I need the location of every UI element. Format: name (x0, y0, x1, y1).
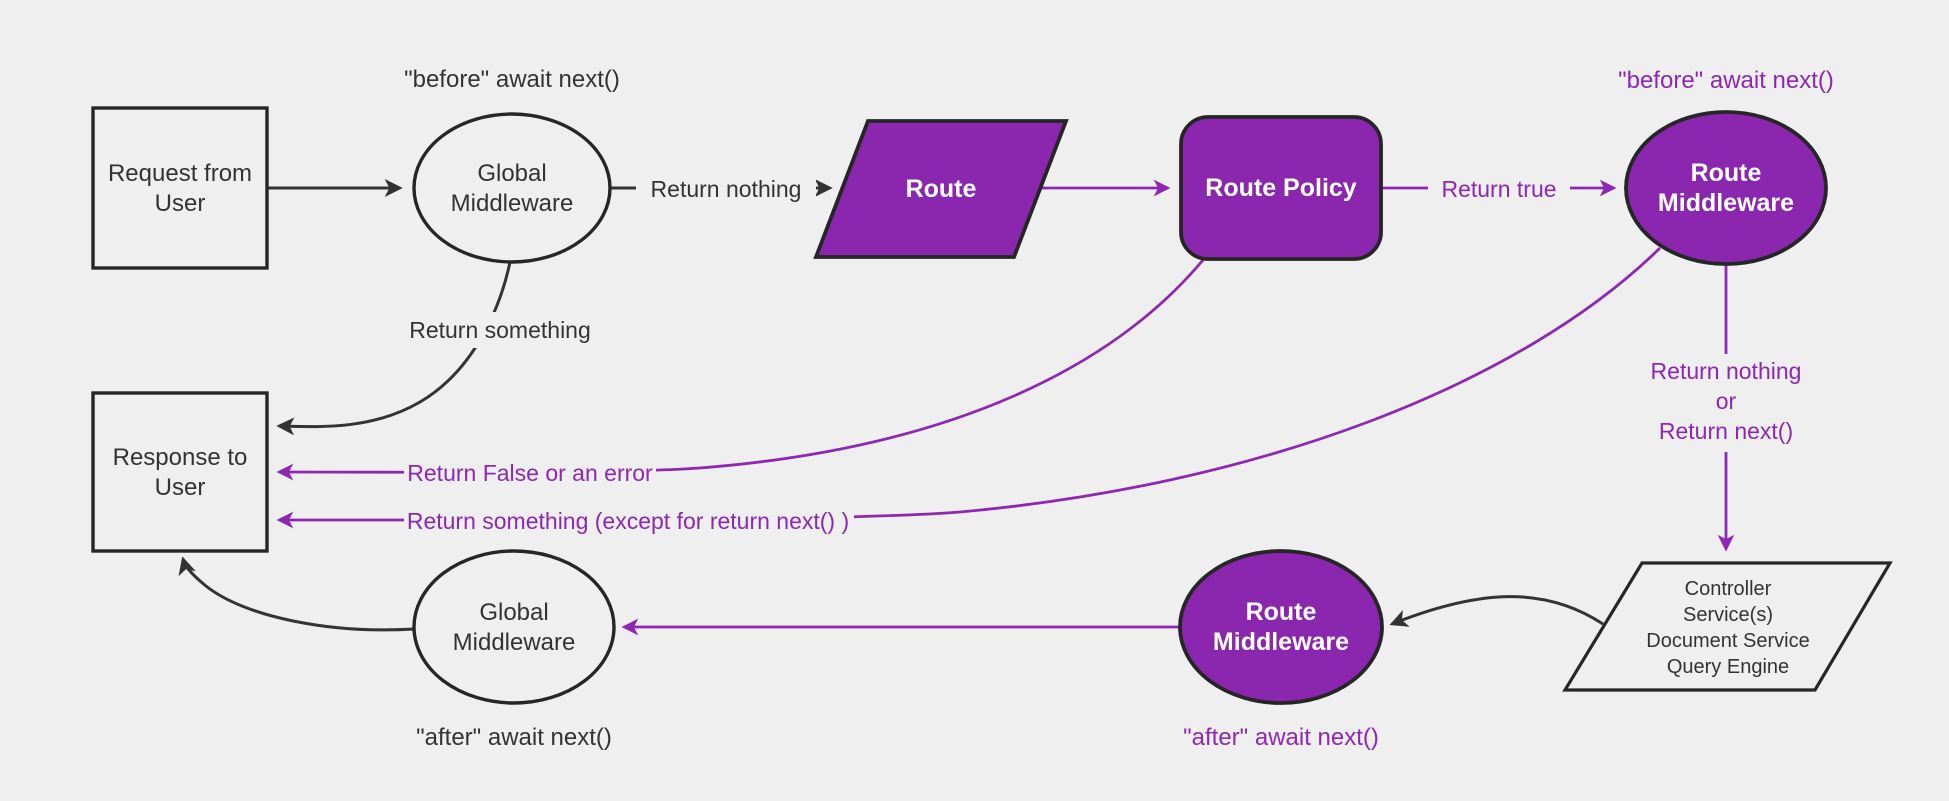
edge-global-middleware-bottom-to-response (178, 556, 415, 632)
node-route: Route (813, 119, 1069, 259)
global-middleware-bottom-shape (412, 549, 616, 705)
request-from-user-label: Request from (108, 160, 252, 187)
edge-label-background (636, 170, 816, 206)
node-global-middleware-top: Global Middleware (412, 112, 612, 264)
controller-services-label: Query Engine (1667, 656, 1789, 678)
edge-labels: Return nothing Return true Return someth… (407, 176, 1802, 534)
node-route-middleware-bottom: Route Middleware (1178, 549, 1384, 705)
request-from-user-shape (91, 106, 269, 270)
node-global-middleware-bottom: Global Middleware (412, 549, 616, 705)
route-policy-shape (1179, 115, 1383, 261)
node-response-to-user: Response to User (91, 391, 269, 553)
route-label: Route (906, 175, 977, 203)
edge-label-return-true: Return true (1441, 176, 1556, 202)
edge-label-line: Return nothing (1651, 358, 1802, 384)
edge-label-background (398, 312, 603, 348)
route-middleware-top-shape (1624, 110, 1828, 266)
node-route-policy: Route Policy (1179, 115, 1383, 261)
route-middleware-bottom-shape (1178, 549, 1384, 705)
global-middleware-top-label: Middleware (451, 190, 574, 217)
route-middleware-bottom-label: Route (1246, 598, 1317, 626)
edge-route-policy-to-response (276, 259, 1205, 481)
edge-label-return-nothing: Return nothing (651, 176, 802, 202)
route-shape (813, 119, 1069, 259)
edge-label-return-nothing-or-next: Return nothing or Return next() (1651, 358, 1802, 444)
edge-global-middleware-to-response (276, 261, 512, 436)
route-middleware-bottom-label: Middleware (1213, 628, 1349, 656)
edge-label-background (404, 502, 854, 538)
route-policy-label: Route Policy (1205, 174, 1357, 202)
edge-label-line: Return next() (1659, 418, 1793, 444)
response-to-user-shape (91, 391, 269, 553)
edge-label-background (1428, 170, 1570, 206)
global-middleware-top-label: Global (477, 160, 546, 187)
edge-label-background (404, 454, 656, 490)
edge-label-line: or (1716, 388, 1737, 414)
annotation-before-await-next-route: "before" await next() (1618, 67, 1834, 94)
global-middleware-bottom-label: Global (479, 599, 548, 626)
node-request-from-user: Request from User (91, 106, 269, 270)
edge-label-backgrounds (398, 170, 1842, 538)
response-to-user-label: Response to (113, 444, 248, 471)
edge-label-return-something: Return something (409, 317, 591, 343)
route-middleware-top-label: Route (1691, 159, 1762, 187)
edge-controller-to-route-middleware-bottom (1389, 595, 1604, 627)
node-controller-services: Controller Service(s) Document Service Q… (1562, 561, 1893, 692)
controller-services-label: Service(s) (1683, 604, 1773, 626)
global-middleware-bottom-label: Middleware (453, 629, 576, 656)
request-from-user-label: User (155, 190, 206, 217)
controller-services-label: Controller (1685, 578, 1772, 600)
controller-services-label: Document Service (1646, 630, 1809, 652)
route-middleware-top-label: Middleware (1658, 189, 1794, 217)
annotation-before-await-next-global: "before" await next() (404, 66, 620, 93)
annotation-after-await-next-route: "after" await next() (1183, 724, 1379, 751)
edge-label-return-false-or-error: Return False or an error (407, 460, 653, 486)
response-to-user-label: User (155, 474, 206, 501)
edge-label-background (1610, 354, 1842, 452)
edge-label-return-something-except: Return something (except for return next… (407, 508, 849, 534)
controller-services-shape (1562, 561, 1893, 692)
node-route-middleware-top: Route Middleware (1624, 110, 1828, 266)
global-middleware-top-shape (412, 112, 612, 264)
annotation-after-await-next-global: "after" await next() (416, 724, 612, 751)
